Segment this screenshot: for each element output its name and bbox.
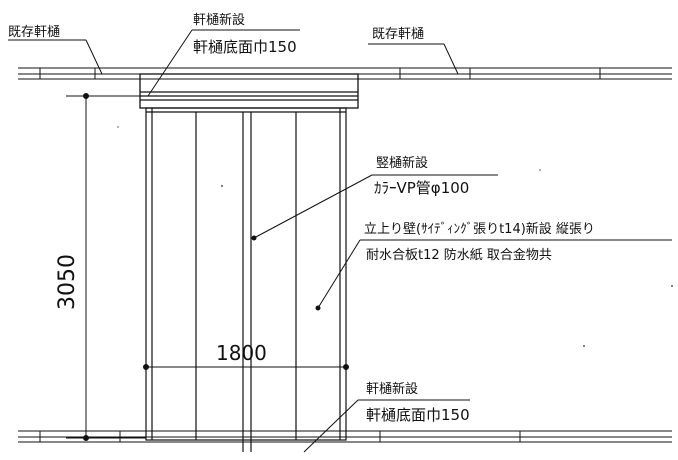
- scan-speckles: [117, 126, 673, 347]
- wall-spec-leader: [315, 239, 672, 311]
- existing-gutter-left-label: 既存軒樋: [8, 24, 60, 40]
- gutter-new-bottom-label: 軒樋新設: [366, 381, 418, 397]
- width-dimension: 1800: [216, 341, 267, 365]
- wall-spec-label: 立上り壁(ｻｲﾃﾞｨﾝｸﾞ張りt14)新設 縦張り: [364, 221, 595, 237]
- existing-gutter-right-label: 既存軒樋: [372, 26, 424, 42]
- existing-gutter-left-leader: [8, 39, 103, 75]
- gutter-new-bottom-leader: [303, 399, 470, 453]
- gutter-new-top-label: 軒樋新設: [193, 12, 245, 28]
- gutter-new-top-leader: [147, 29, 300, 97]
- width-dimension-line: [143, 364, 349, 370]
- gutter-width-top-label: 軒樋底面巾150: [193, 38, 297, 56]
- height-dimension-line: [66, 93, 146, 441]
- new-gutter-top: [139, 73, 359, 109]
- height-dimension: 3050: [55, 254, 80, 310]
- new-wall-panel: [145, 107, 347, 441]
- new-downpipe: [242, 112, 252, 452]
- gutter-width-bottom-label: 軒樋底面巾150: [366, 406, 470, 424]
- bottom-eave-band: [18, 430, 672, 443]
- board-spec-label: 耐水合板t12 防水紙 取合金物共: [366, 247, 552, 263]
- downpipe-leader: [251, 174, 498, 241]
- downpipe-spec-label: ｶﾗｰVP管φ100: [374, 179, 469, 197]
- downpipe-new-label: 竪樋新設: [376, 155, 428, 171]
- existing-gutter-right-leader: [368, 43, 459, 75]
